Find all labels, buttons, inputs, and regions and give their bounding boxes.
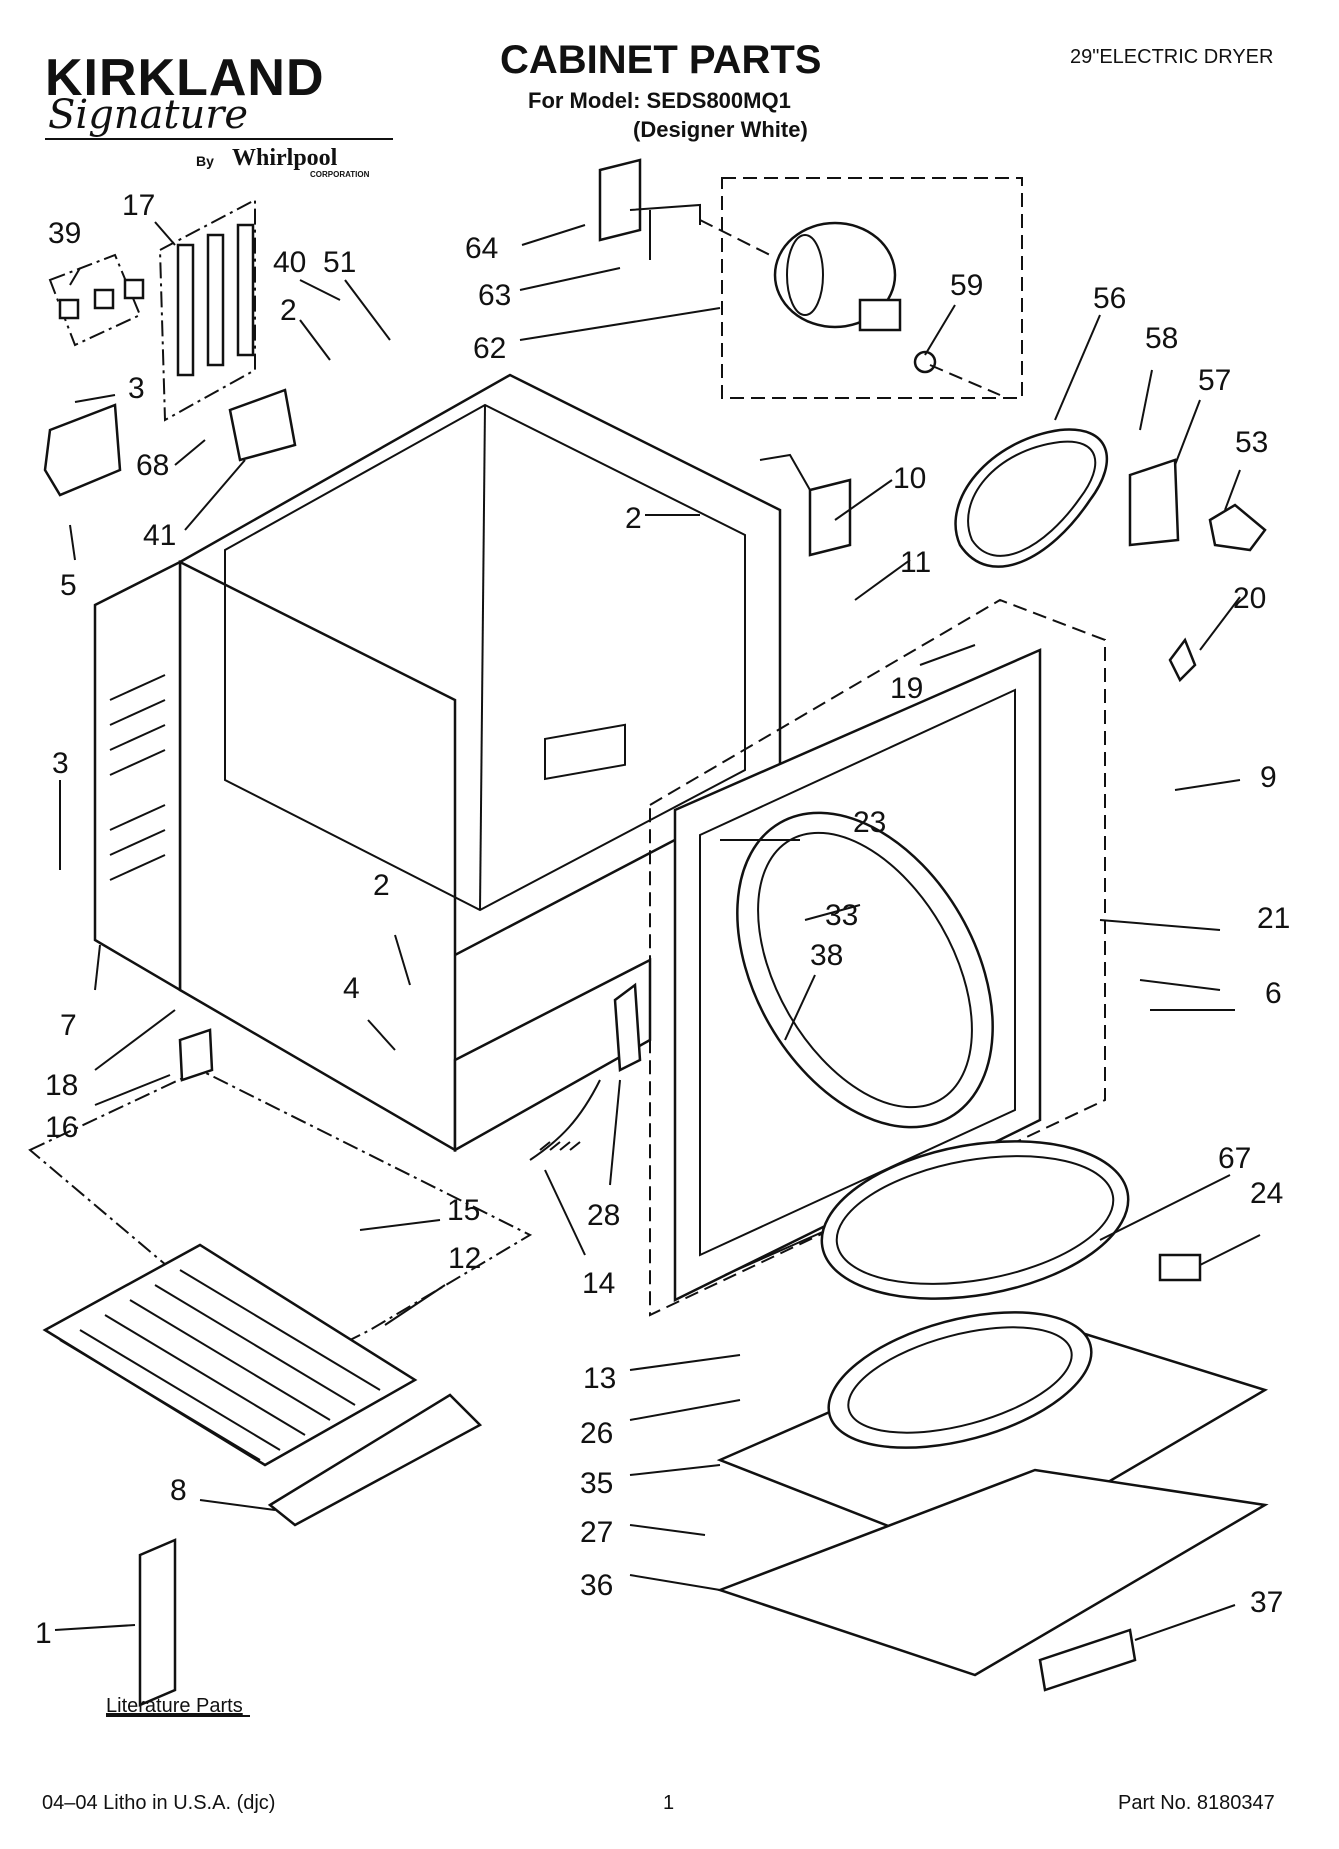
thermostat xyxy=(808,478,852,557)
callout-35: 35 xyxy=(580,1467,613,1500)
callout-53: 53 xyxy=(1235,426,1268,459)
terminal-block-group xyxy=(43,198,297,497)
callout-3: 3 xyxy=(128,372,145,405)
callout-23: 23 xyxy=(853,806,886,839)
callout-27: 27 xyxy=(580,1516,613,1549)
callout-4: 4 xyxy=(343,972,360,1005)
callout-3-left: 3 xyxy=(52,747,69,780)
callout-51: 51 xyxy=(323,246,356,279)
callout-62: 62 xyxy=(473,332,506,365)
callout-58: 58 xyxy=(1145,322,1178,355)
callout-15: 15 xyxy=(447,1194,480,1227)
callout-labels: 64 63 62 59 56 58 57 53 39 17 40 51 2 3 … xyxy=(35,189,1290,1650)
brand-logo: KIRKLAND xyxy=(45,49,325,107)
callout-28: 28 xyxy=(587,1199,620,1232)
idler-bracket xyxy=(1128,458,1180,547)
page-title: CABINET PARTS xyxy=(500,38,822,82)
callout-64: 64 xyxy=(465,232,498,265)
leader-lines xyxy=(54,221,1261,1641)
callout-63: 63 xyxy=(478,279,511,312)
callout-5: 5 xyxy=(60,569,77,602)
callout-37: 37 xyxy=(1250,1586,1283,1619)
callout-38: 38 xyxy=(810,939,843,972)
callout-26: 26 xyxy=(580,1417,613,1450)
callout-41: 41 xyxy=(143,519,176,552)
base-assembly xyxy=(716,1140,1269,1692)
idler-pulley xyxy=(1208,503,1267,552)
page-number: 1 xyxy=(663,1792,675,1814)
callout-6: 6 xyxy=(1265,977,1282,1010)
maker-by-label: By xyxy=(196,153,214,169)
callout-18: 18 xyxy=(45,1069,78,1102)
logo-divider xyxy=(45,138,393,140)
model-line: For Model: SEDS800MQ1 xyxy=(528,88,791,113)
part-number: Part No. 8180347 xyxy=(1118,1792,1275,1814)
callout-56: 56 xyxy=(1093,282,1126,315)
print-info: 04–04 Litho in U.S.A. (djc) xyxy=(42,1792,276,1814)
variant-line: (Designer White) xyxy=(633,117,808,142)
motor-assembly xyxy=(598,158,1023,399)
callout-9: 9 xyxy=(1260,761,1277,794)
callout-57: 57 xyxy=(1198,364,1231,397)
callout-40: 40 xyxy=(273,246,306,279)
brand-signature: Signature xyxy=(48,92,249,138)
callout-21: 21 xyxy=(1257,902,1290,935)
callout-36: 36 xyxy=(580,1569,613,1602)
callout-68: 68 xyxy=(136,449,169,482)
callout-1: 1 xyxy=(35,1617,52,1650)
callout-19: 19 xyxy=(890,672,923,705)
drive-belt xyxy=(954,428,1108,568)
literature-booklet xyxy=(138,1538,177,1707)
product-label: 29"ELECTRIC DRYER xyxy=(1070,46,1274,68)
literature-parts-label: Literature Parts xyxy=(106,1695,243,1717)
heater-assembly xyxy=(28,1068,533,1527)
maker-sub-label: CORPORATION xyxy=(310,170,370,179)
callout-10: 10 xyxy=(893,462,926,495)
door-spring xyxy=(529,1079,601,1161)
callout-16: 16 xyxy=(45,1111,78,1144)
callout-2-mid: 2 xyxy=(373,869,390,902)
callout-2-right: 2 xyxy=(625,502,642,535)
callout-8: 8 xyxy=(170,1474,187,1507)
callout-7: 7 xyxy=(60,1009,77,1042)
callout-59: 59 xyxy=(950,269,983,302)
leveling-leg xyxy=(178,1028,214,1082)
callout-33: 33 xyxy=(825,899,858,932)
callout-24: 24 xyxy=(1250,1177,1283,1210)
front-panel xyxy=(649,598,1106,1317)
maker-logo: Whirlpool xyxy=(232,145,338,171)
clip xyxy=(1168,637,1197,683)
callout-17: 17 xyxy=(122,189,155,222)
callout-67: 67 xyxy=(1218,1142,1251,1175)
callout-11: 11 xyxy=(900,546,931,579)
door-hinge xyxy=(613,982,642,1072)
callout-13: 13 xyxy=(583,1362,616,1395)
callout-39: 39 xyxy=(48,217,81,250)
cabinet-body xyxy=(93,373,782,1153)
callout-12: 12 xyxy=(448,1242,481,1275)
callout-2: 2 xyxy=(280,294,297,327)
callout-14: 14 xyxy=(582,1267,615,1300)
callout-20: 20 xyxy=(1233,582,1266,615)
